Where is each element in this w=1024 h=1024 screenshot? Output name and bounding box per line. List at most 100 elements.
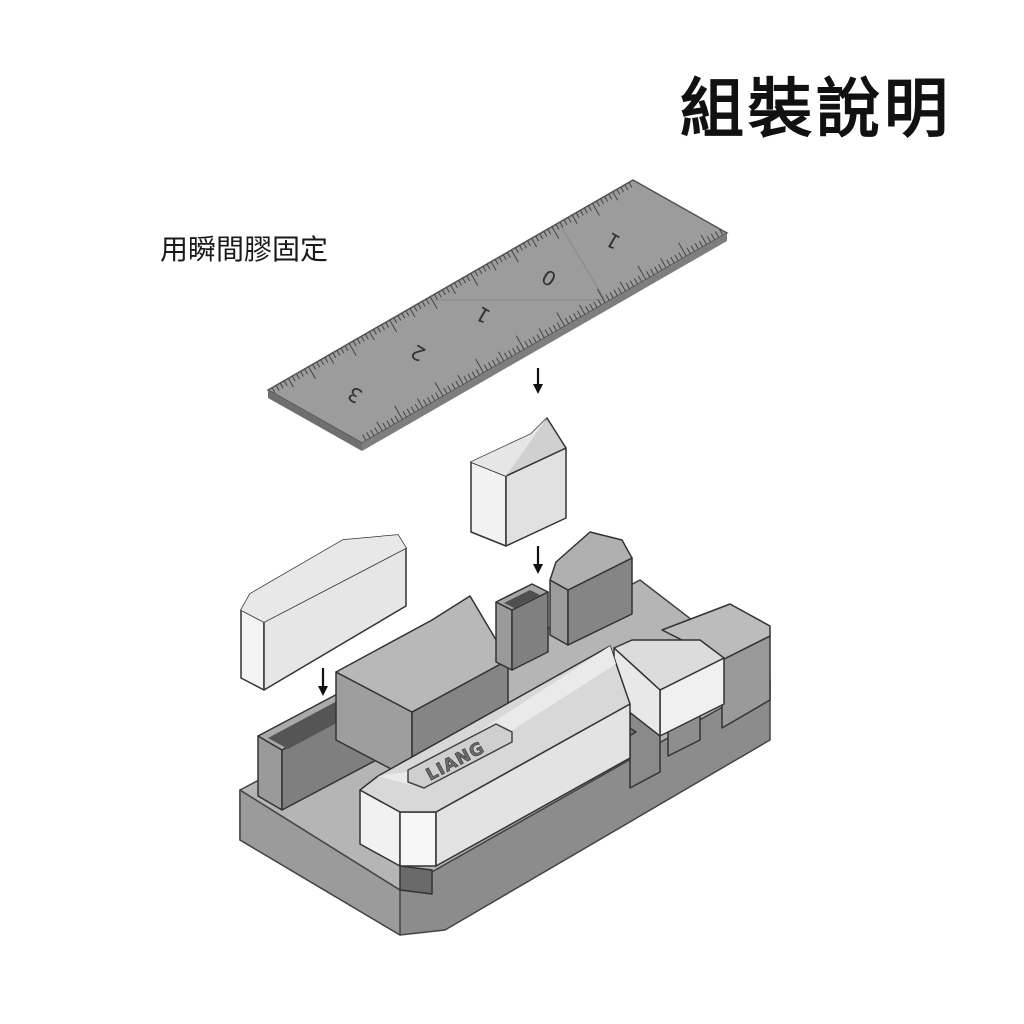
ruler-tick bbox=[316, 361, 321, 368]
ruler-tick bbox=[475, 358, 485, 374]
ruler-tick bbox=[450, 284, 456, 294]
center-block bbox=[335, 595, 509, 781]
ruler-tick bbox=[474, 270, 479, 277]
ruler-tick bbox=[445, 287, 450, 293]
ruler-tick bbox=[441, 289, 446, 296]
ruler-tick bbox=[633, 278, 639, 285]
ruler-tick bbox=[625, 282, 631, 290]
ruler-tick bbox=[678, 252, 683, 259]
ruler-tick bbox=[613, 289, 618, 297]
ruler-ticks bbox=[271, 182, 724, 441]
ruler-tick bbox=[544, 329, 550, 336]
ruler-tick bbox=[482, 266, 487, 272]
ruler-tick bbox=[454, 282, 458, 289]
ruler-tick bbox=[563, 219, 568, 226]
ruler-tick bbox=[340, 347, 345, 354]
ruler-tick bbox=[324, 357, 329, 363]
ruler-tick bbox=[427, 397, 432, 404]
ruler-tick bbox=[531, 238, 538, 248]
ruler-tick bbox=[515, 335, 525, 350]
ruler-tick bbox=[532, 336, 537, 343]
ruler-tick bbox=[431, 394, 436, 402]
ruler-tick bbox=[605, 294, 610, 301]
ruler-tick bbox=[510, 249, 519, 263]
long-bar-part bbox=[240, 534, 407, 691]
ruler-tick bbox=[575, 212, 580, 219]
ruler-tick bbox=[524, 341, 529, 348]
ruler-tick bbox=[467, 373, 472, 381]
ruler-tick bbox=[414, 404, 420, 411]
ruler-tick bbox=[567, 217, 572, 223]
ruler-tick bbox=[660, 258, 667, 269]
ruler-tick bbox=[385, 322, 390, 328]
ruler-tick bbox=[670, 257, 675, 264]
ruler-tick bbox=[646, 271, 651, 278]
ruler-tick bbox=[600, 198, 604, 205]
ruler-tick bbox=[495, 357, 501, 364]
ruler-tick bbox=[573, 313, 578, 320]
ruler-tick bbox=[372, 329, 377, 335]
ruler-tick bbox=[409, 308, 416, 318]
ruler-tick bbox=[650, 268, 655, 276]
ruler-tick bbox=[585, 306, 590, 313]
ruler-tick bbox=[583, 207, 588, 214]
ruler-tick bbox=[362, 434, 367, 441]
ruler-tick bbox=[539, 233, 544, 240]
ruler-tick bbox=[555, 224, 560, 230]
ruler-tick bbox=[422, 399, 428, 406]
ruler-tick bbox=[579, 304, 586, 315]
ruler-tick bbox=[295, 373, 300, 380]
ruler-tick bbox=[604, 196, 609, 202]
ruler-tick bbox=[304, 368, 308, 375]
arrows bbox=[318, 368, 543, 696]
ruler-tick bbox=[410, 406, 416, 413]
ruler-tick bbox=[628, 182, 633, 188]
ruler-tick bbox=[366, 432, 371, 439]
ruler-tick bbox=[368, 331, 375, 341]
ruler-tick bbox=[547, 228, 552, 235]
ruler-tick bbox=[612, 191, 619, 201]
ruler-tick bbox=[516, 345, 521, 353]
arrow-ruler-to-block bbox=[533, 368, 543, 394]
standing-post bbox=[549, 531, 633, 646]
ruler-tick bbox=[559, 221, 564, 228]
ruler-tick bbox=[700, 234, 708, 245]
ruler-tick bbox=[498, 256, 503, 263]
ruler-tick bbox=[390, 418, 395, 425]
ruler-tick bbox=[609, 292, 614, 299]
ruler-tick bbox=[386, 420, 391, 427]
ruler-tick bbox=[617, 287, 623, 294]
ruler-tick bbox=[620, 186, 625, 193]
ruler-tick bbox=[504, 352, 509, 360]
ruler-tick bbox=[674, 254, 679, 262]
ruler-tick bbox=[417, 303, 422, 310]
ruler-tick bbox=[536, 334, 541, 341]
ruler-tick bbox=[486, 263, 491, 270]
ruler-tick bbox=[435, 392, 440, 399]
ruler-tick bbox=[393, 317, 398, 324]
ruler-tick bbox=[462, 277, 467, 284]
ruler-tick bbox=[413, 305, 418, 312]
ruler-tick bbox=[512, 348, 517, 355]
ruler-tick bbox=[616, 189, 621, 195]
ruler-tick bbox=[597, 299, 602, 306]
ruler-tick bbox=[291, 375, 296, 382]
ruler-tick bbox=[490, 261, 497, 271]
glue-instruction: 用瞬間膠固定 bbox=[160, 233, 329, 266]
ruler-tick bbox=[551, 226, 560, 240]
ruler-tick bbox=[287, 378, 294, 388]
ruler-tick bbox=[589, 303, 594, 311]
ruler-tick bbox=[416, 398, 424, 409]
right-cap-block bbox=[613, 639, 725, 737]
ruler-tick bbox=[543, 231, 548, 237]
ruler-tick bbox=[502, 254, 507, 261]
ruler-tick bbox=[458, 280, 463, 286]
ruler-tick bbox=[381, 324, 385, 331]
ruler-tick bbox=[690, 245, 696, 252]
ruler-tick bbox=[394, 405, 404, 420]
ruler-tick bbox=[587, 205, 592, 212]
ruler-tick bbox=[377, 326, 381, 333]
page-title: 組裝說明 bbox=[680, 72, 952, 147]
ruler-tick bbox=[523, 242, 527, 249]
ruler-tick bbox=[564, 317, 570, 325]
